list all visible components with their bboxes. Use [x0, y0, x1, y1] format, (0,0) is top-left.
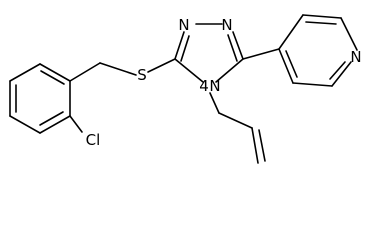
atom-label-cl: Cl	[86, 131, 101, 149]
double-bond	[180, 35, 190, 62]
bond	[209, 92, 220, 114]
bond	[232, 31, 244, 60]
double-bond	[258, 129, 266, 162]
double-bond	[285, 50, 298, 78]
double-bond	[305, 21, 337, 25]
bond	[9, 115, 41, 134]
atom-label-n-top-right: N	[221, 16, 232, 34]
bond	[251, 127, 259, 164]
double-bond	[39, 111, 64, 126]
pyridine-ring	[278, 14, 358, 87]
bond	[292, 82, 333, 87]
bond	[99, 62, 137, 76]
bond	[147, 58, 176, 73]
atom-label-n-top-left: N	[178, 16, 189, 34]
bond	[215, 58, 244, 83]
structure-canvas: N N N 4 S Cl N	[9, 14, 362, 164]
atom-label-n-pyridine: N	[350, 48, 361, 66]
bond	[278, 48, 294, 84]
bond	[340, 17, 358, 51]
bond	[69, 115, 83, 133]
bond	[242, 48, 280, 60]
benzene-ring	[9, 63, 71, 134]
bond	[218, 112, 253, 129]
double-bond	[329, 61, 346, 80]
atom-label-n-ring-locant: 4	[199, 77, 209, 95]
double-bond	[40, 70, 65, 85]
double-bond	[227, 34, 238, 62]
bond	[39, 115, 71, 134]
bond	[302, 14, 342, 19]
bond	[174, 31, 185, 60]
bond	[174, 58, 204, 83]
triazole-ring	[174, 23, 244, 83]
bond	[39, 63, 71, 82]
bond	[278, 14, 304, 50]
bond	[9, 63, 41, 82]
bond	[69, 62, 101, 82]
atom-label-n-ring-bottom: N	[209, 77, 220, 95]
bond	[331, 61, 352, 87]
molecule-structure: N N N 4 S Cl N	[9, 14, 362, 164]
atom-label-s: S	[137, 66, 147, 84]
